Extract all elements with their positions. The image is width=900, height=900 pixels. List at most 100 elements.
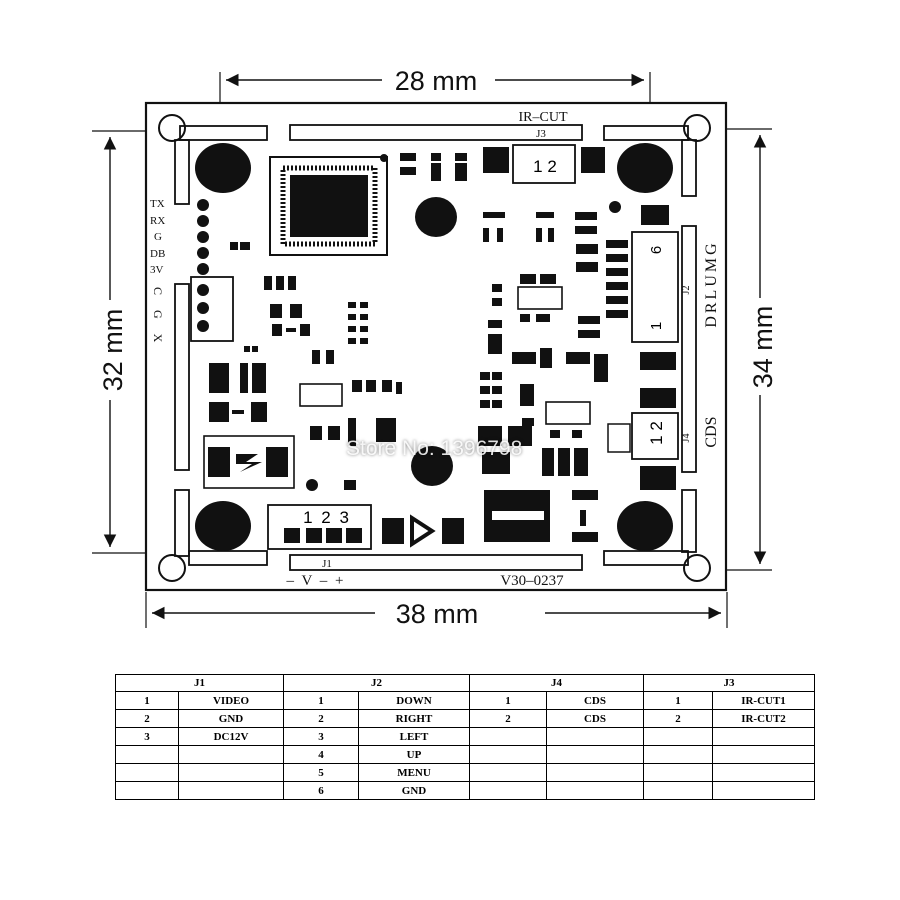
j3-pin-numbers: 1 2 [533, 157, 557, 176]
cell: 6 [283, 781, 359, 800]
cell: 5 [283, 763, 359, 782]
cell: 1 [643, 691, 713, 710]
cell: 3 [283, 727, 359, 746]
cell: UP [358, 745, 470, 764]
cell: LEFT [358, 727, 470, 746]
regulator [208, 447, 288, 477]
cell [115, 745, 179, 764]
cell [712, 763, 815, 782]
cell [546, 781, 644, 800]
dimension-top: 28 mm [219, 66, 651, 140]
corner-mount-holes [158, 114, 711, 582]
j2-side-label: DRLUMG [703, 240, 720, 327]
dimension-top-label: 28 mm [395, 66, 478, 96]
cell [712, 727, 815, 746]
camera-board-diagram: 28 mm 38 mm 32 mm 34 mm [92, 66, 778, 629]
cell [712, 745, 815, 764]
main-chip [269, 154, 388, 256]
cell: 3 [115, 727, 179, 746]
table-row: 6 GND [115, 781, 815, 800]
cell [115, 763, 179, 782]
dimension-bottom-label: 38 mm [396, 599, 479, 629]
j3-label: J3 [536, 128, 546, 140]
table-row: 1 VIDEO 1 DOWN 1 CDS 1 IR-CUT1 [115, 691, 815, 710]
uart-header: TX RX G DB 3V [150, 198, 209, 276]
cell: DC12V [178, 727, 284, 746]
cell: 1 [115, 691, 179, 710]
cds-label: CDS [703, 416, 720, 447]
cell [115, 781, 179, 800]
dimension-right: 34 mm [700, 128, 778, 571]
cell: CDS [546, 709, 644, 728]
cgx-label: C G X [151, 287, 165, 348]
table-row: 3 DC12V 3 LEFT [115, 727, 815, 746]
header-j3: J3 [643, 674, 815, 692]
cell: 1 [469, 691, 547, 710]
cell [643, 763, 713, 782]
uart-label-db: DB [150, 248, 165, 260]
cell [643, 727, 713, 746]
ir-cut-title: IR–CUT [519, 110, 568, 125]
cell [178, 745, 284, 764]
header-j4: J4 [469, 674, 644, 692]
cell: 2 [283, 709, 359, 728]
connector-j4: 1 2 J4 CDS [607, 412, 720, 460]
table-row: 5 MENU [115, 763, 815, 782]
cell: 1 [283, 691, 359, 710]
dimension-left-label: 32 mm [98, 309, 128, 392]
j4-pin-numbers: 1 2 [647, 421, 666, 445]
j1-label: J1 [322, 558, 332, 570]
cell [546, 763, 644, 782]
cell [178, 763, 284, 782]
cell [546, 727, 644, 746]
header-j2: J2 [283, 674, 470, 692]
j2-label: J2 [681, 286, 692, 295]
table-row: 4 UP [115, 745, 815, 764]
cell: 2 [469, 709, 547, 728]
uart-label-rx: RX [150, 215, 165, 227]
cell [469, 781, 547, 800]
pin-definition-table: J1 J2 J4 J3 1 VIDEO 1 DOWN 1 CDS 1 IR-CU… [115, 674, 815, 800]
cell: RIGHT [358, 709, 470, 728]
uart-label-g: G [154, 231, 162, 243]
cell [643, 781, 713, 800]
cgx-connector: C G X [151, 276, 234, 348]
store-watermark: Store No: 1396798 [346, 437, 523, 460]
j1-polarity: – V – + [286, 573, 346, 589]
cell: 2 [115, 709, 179, 728]
diode-marking [492, 511, 544, 520]
cell: DOWN [358, 691, 470, 710]
header-j1: J1 [115, 674, 284, 692]
cell: 4 [283, 745, 359, 764]
j2-pin-first: 1 [648, 322, 665, 330]
connector-j3: IR–CUT J3 1 2 [289, 110, 605, 184]
cell: VIDEO [178, 691, 284, 710]
cell [469, 745, 547, 764]
cell: IR-CUT2 [712, 709, 815, 728]
cell [469, 763, 547, 782]
round-components [306, 197, 621, 491]
j2-pin-last: 6 [648, 246, 665, 254]
cell: GND [358, 781, 470, 800]
connector-j1: 1 2 3 J1 – V – + V30–0237 [267, 504, 583, 589]
model-code: V30–0237 [500, 573, 564, 589]
table-row: 2 GND 2 RIGHT 2 CDS 2 IR-CUT2 [115, 709, 815, 728]
cell: IR-CUT1 [712, 691, 815, 710]
cell: 2 [643, 709, 713, 728]
smd-components [209, 153, 676, 548]
j4-label: J4 [681, 434, 692, 443]
cell [469, 727, 547, 746]
table-header-row: J1 J2 J4 J3 [115, 674, 815, 692]
connector-j2: 6 1 J2 DRLUMG [606, 231, 720, 343]
cell [546, 745, 644, 764]
cell [643, 745, 713, 764]
dimension-right-label: 34 mm [748, 306, 778, 389]
cell [712, 781, 815, 800]
uart-label-3v: 3V [150, 264, 164, 276]
cell [178, 781, 284, 800]
cell: CDS [546, 691, 644, 710]
dimension-bottom: 38 mm [145, 592, 728, 629]
j1-pin-numbers: 1 2 3 [303, 508, 351, 527]
cell: GND [178, 709, 284, 728]
mount-pads [195, 143, 673, 551]
